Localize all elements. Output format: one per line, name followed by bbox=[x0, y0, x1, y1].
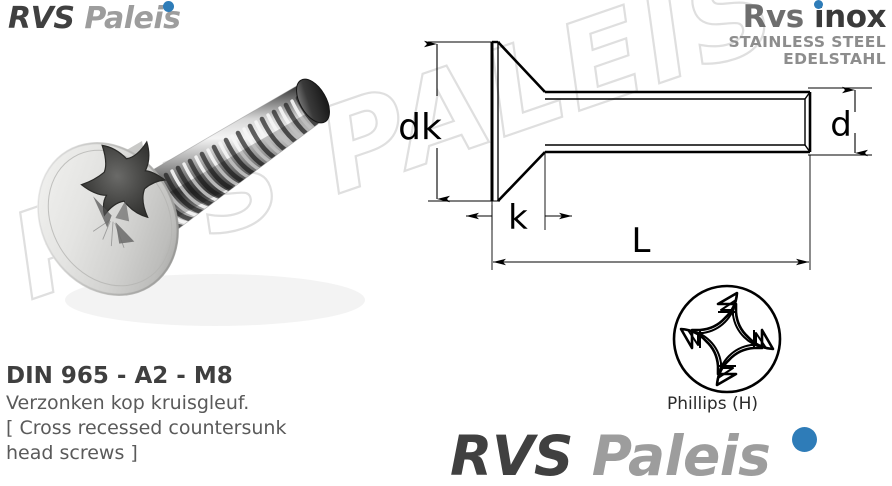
inox-inox-text: inox bbox=[814, 0, 887, 35]
phillips-cross-drive-icon bbox=[672, 284, 782, 394]
inox-rvs-text: Rvs bbox=[742, 0, 805, 35]
caption-line-nl: Verzonken kop kruisgleuf. bbox=[6, 391, 250, 414]
dimension-label-L: L bbox=[632, 221, 651, 261]
caption-line-en-1: [ Cross recessed countersunk bbox=[6, 416, 287, 439]
rvs-inox-badge: Rvs inox STAINLESS STEEL EDELSTAHL bbox=[728, 0, 887, 69]
dimension-label-dk: dk bbox=[398, 107, 442, 148]
inox-edelstahl-text: EDELSTAHL bbox=[783, 50, 886, 69]
inox-brand-line: Rvs inox bbox=[728, 0, 887, 35]
dimension-dk bbox=[424, 40, 500, 203]
logo-rvs-text-bottom: RVS bbox=[450, 424, 574, 486]
screw-side-view bbox=[490, 40, 812, 202]
caption-line-en-2: head screws ] bbox=[6, 441, 138, 464]
dimension-label-k: k bbox=[508, 198, 528, 238]
logo-blue-dot-icon-bottom bbox=[792, 427, 817, 452]
product-caption: DIN 965 - A2 - M8 Verzonken kop kruisgle… bbox=[6, 362, 286, 466]
inox-blue-dot-icon bbox=[814, 0, 823, 9]
inox-stainless-steel-text: STAINLESS STEEL bbox=[728, 33, 886, 51]
logo-rvs-text: RVS bbox=[8, 1, 75, 36]
drive-type-label: Phillips (H) bbox=[667, 394, 759, 414]
dimension-d bbox=[808, 86, 872, 157]
logo-blue-dot-icon bbox=[163, 1, 174, 12]
dimension-L bbox=[491, 155, 811, 270]
logo-paleis-text-bottom: Paleis bbox=[591, 424, 771, 486]
logo-bottom-right: RVS Paleis bbox=[450, 424, 817, 486]
dimension-label-d: d bbox=[830, 105, 852, 145]
page-title: DIN 965 - A2 - M8 bbox=[6, 363, 233, 389]
logo-top-left: RVS Paleis bbox=[8, 1, 181, 36]
